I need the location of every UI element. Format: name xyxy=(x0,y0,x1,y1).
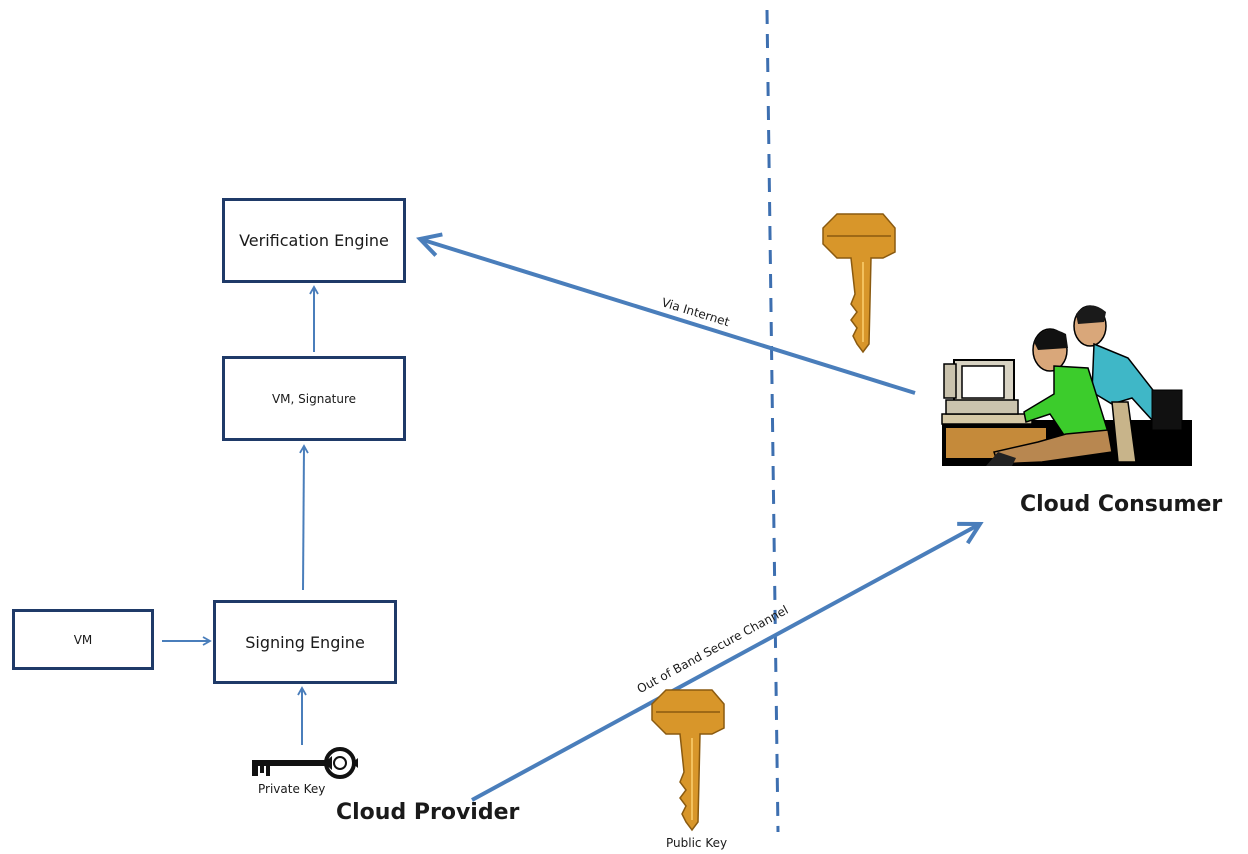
vm-signature-label: VM, Signature xyxy=(271,391,357,406)
public-key-label: Public Key xyxy=(666,836,728,850)
cloud-provider-label: Cloud Provider xyxy=(336,800,520,825)
private-key-label: Private Key xyxy=(258,782,326,796)
users-at-computer-icon xyxy=(941,305,1192,466)
arrow-signing-to-vmsig xyxy=(299,444,309,591)
signing-engine-label: Signing Engine xyxy=(245,632,365,652)
brass-key-icon xyxy=(651,689,725,832)
signing-engine-box: Signing Engine xyxy=(213,600,397,684)
arrow-via-internet xyxy=(420,239,916,395)
vm-signature-box: VM, Signature xyxy=(222,356,406,441)
brass-key-icon xyxy=(822,213,896,354)
verification-engine-label: Verification Engine xyxy=(239,231,389,250)
verification-engine-box: Verification Engine xyxy=(222,198,406,283)
arrow-out-of-band xyxy=(471,524,980,802)
trust-boundary-line xyxy=(765,9,780,833)
cloud-consumer-label: Cloud Consumer xyxy=(1020,492,1223,517)
vm-label: VM xyxy=(73,632,93,647)
skeleton-key-icon xyxy=(252,747,358,779)
vm-box: VM xyxy=(12,609,154,670)
